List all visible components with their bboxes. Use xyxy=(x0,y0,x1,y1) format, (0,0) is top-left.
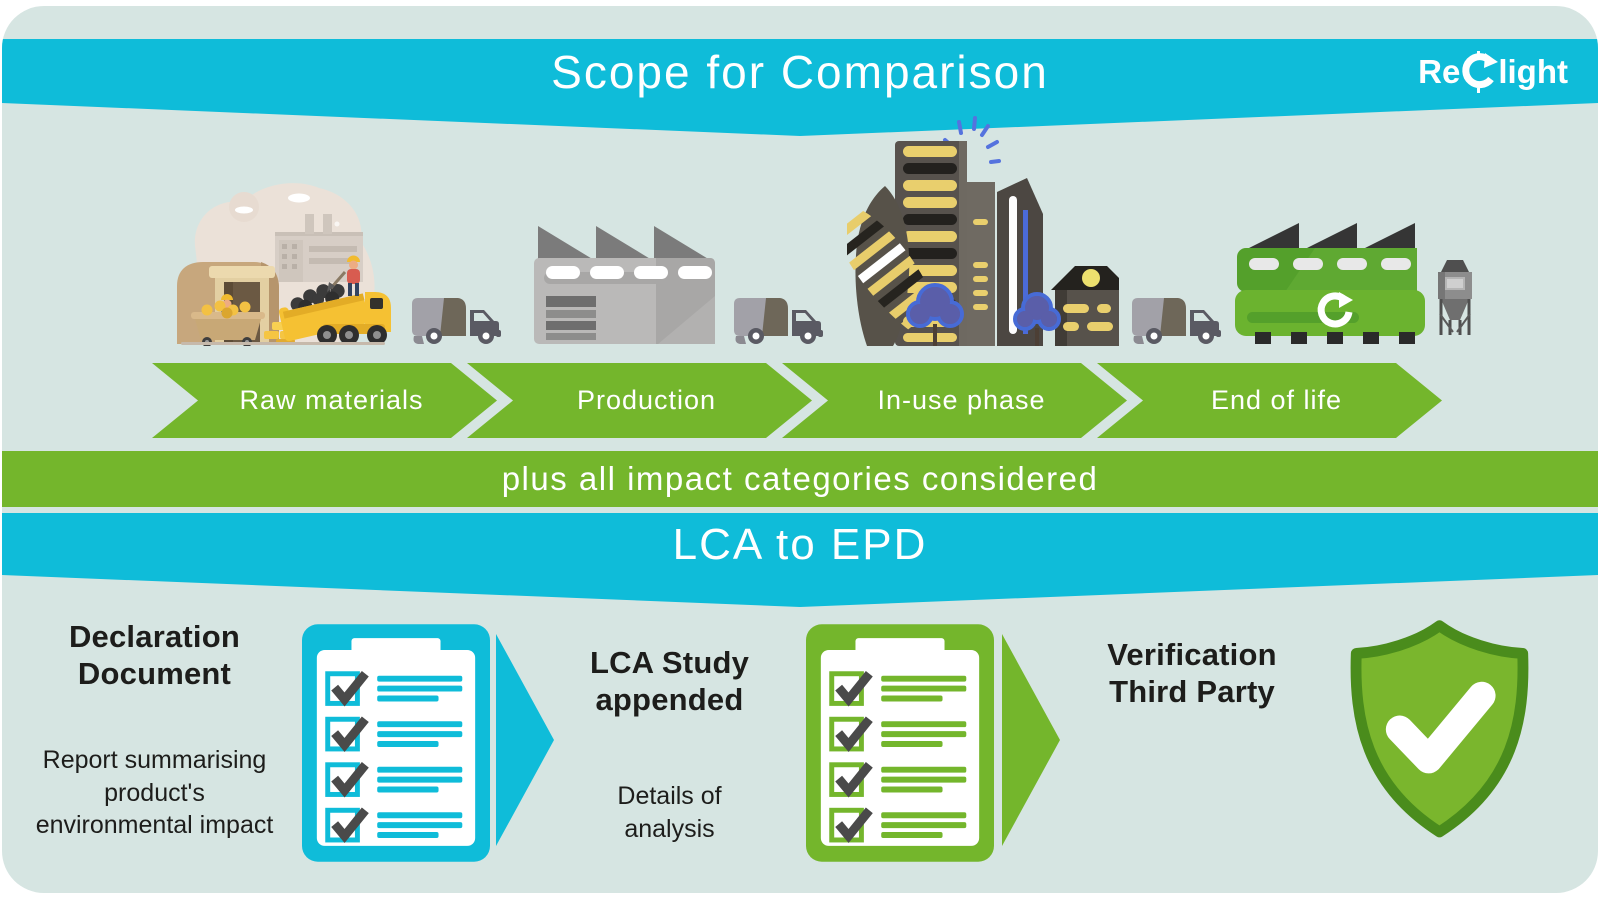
flow-arrow-icon xyxy=(1002,634,1060,846)
impact-banner: plus all impact categories considered xyxy=(2,451,1598,507)
stage-arrow-in-use: In-use phase xyxy=(782,363,1127,438)
factory-illustration xyxy=(534,226,715,344)
lca-title: LCA to EPD xyxy=(672,520,928,569)
step-description: Report summarising product's environment… xyxy=(35,746,274,840)
recycling-plant-illustration xyxy=(1235,223,1425,344)
step-heading: LCA Study appended xyxy=(589,645,750,718)
checklist-clipboard-green xyxy=(806,624,994,862)
stage-arrow-end-of-life: End of life xyxy=(1097,363,1442,438)
recolight-logo: Re light xyxy=(1418,49,1568,95)
stage-label: End of life xyxy=(1210,385,1343,415)
stage-label: In-use phase xyxy=(877,385,1046,415)
recycle-arrow-icon xyxy=(1317,292,1353,328)
stage-arrow-raw-materials: Raw materials xyxy=(152,363,497,438)
checklist-clipboard-cyan xyxy=(302,624,490,862)
step-description: Details of analysis xyxy=(617,782,722,843)
impact-banner-text: plus all impact categories considered xyxy=(501,460,1099,497)
infographic-card: Scope for Comparison Re light xyxy=(2,6,1598,893)
city-illustration xyxy=(847,116,1119,346)
flow-arrow-icon xyxy=(496,634,554,846)
checkmark-icon xyxy=(829,670,967,707)
page-title: Scope for Comparison xyxy=(551,46,1049,98)
transport-truck-icon xyxy=(1132,298,1221,344)
transport-truck-icon xyxy=(734,298,823,344)
stage-arrow-production: Production xyxy=(467,363,812,438)
step-verification: Verification Third Party xyxy=(1072,636,1312,710)
tree-icon xyxy=(906,283,964,346)
shield-check-icon xyxy=(1350,620,1529,838)
tree-icon xyxy=(1013,292,1061,346)
step-heading: Declaration Document xyxy=(68,619,241,692)
scope-banner: Scope for Comparison Re light xyxy=(2,39,1598,136)
checkmark-icon xyxy=(829,807,967,844)
step-heading: Verification Third Party xyxy=(1107,637,1277,710)
lifecycle-arrows: Raw materials Production In-use phase En… xyxy=(152,363,1442,438)
silo-illustration xyxy=(1438,260,1472,335)
stage-label: Production xyxy=(576,385,717,415)
transport-truck-icon xyxy=(412,298,501,344)
checkmark-icon xyxy=(325,670,463,707)
logo-text-post: light xyxy=(1498,53,1568,90)
checkmark-icon xyxy=(829,716,967,752)
step-lca-study: LCA Study appended Details of analysis xyxy=(562,644,777,845)
checkmark-icon xyxy=(829,761,967,798)
mining-scene-illustration xyxy=(177,183,391,346)
checkmark-icon xyxy=(325,716,463,752)
recycle-o-icon xyxy=(1462,51,1499,93)
logo-text-pre: Re xyxy=(1418,53,1461,90)
lca-banner: LCA to EPD xyxy=(2,513,1598,607)
checkmark-icon xyxy=(325,761,463,798)
stage-label: Raw materials xyxy=(239,385,424,415)
checkmark-icon xyxy=(325,807,463,844)
step-declaration-document: Declaration Document Report summarising … xyxy=(17,618,292,842)
